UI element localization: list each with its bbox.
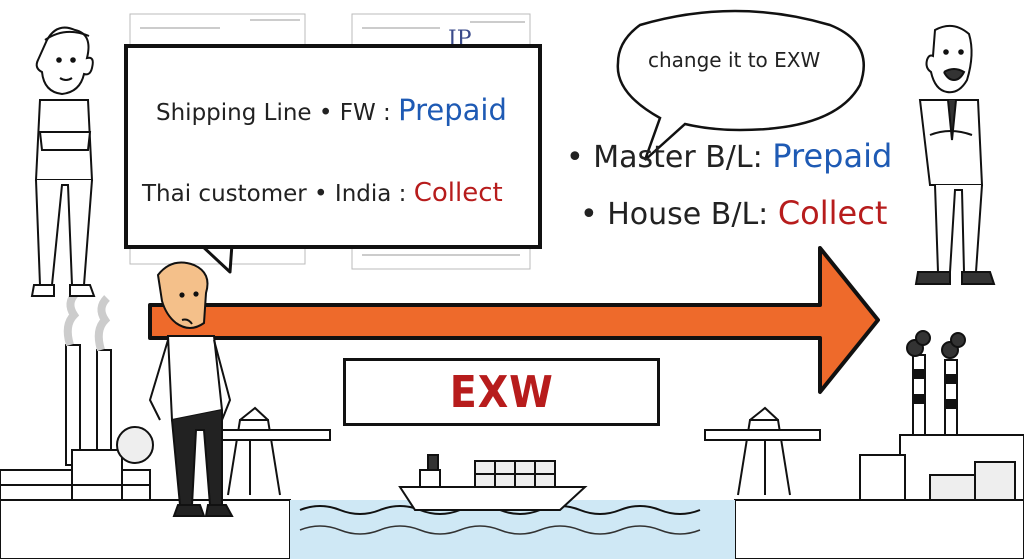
shipping-line-label: Shipping Line • FW [156,100,376,126]
shipping-line-separator: : [375,100,399,126]
left-crane [214,406,331,496]
house-bl-line: • House B/L: Collect [580,194,887,232]
payment-note-box: Shipping Line • FW : Prepaid Thai custom… [124,44,542,249]
shipping-line-value: Prepaid [398,93,507,127]
house-bl-value: Collect [777,194,888,232]
left-man-figure [30,26,96,297]
incoterm-box: EXW [343,358,660,426]
thai-customer-label: Thai customer • India [142,181,392,207]
master-bl-value: Prepaid [772,137,893,175]
tired-man-figure [148,261,234,517]
thai-customer-row: Thai customer • India : Collect [142,178,503,208]
big-orange-arrow [148,246,880,394]
thai-customer-separator: : [391,181,414,207]
speech-bubble [616,9,865,161]
master-bl-label: • Master B/L: [566,140,773,175]
left-factory [0,290,154,501]
right-factory [859,330,1024,501]
house-bl-label: • House B/L: [580,197,778,232]
right-crane [704,406,821,496]
cargo-ship [398,454,588,511]
bald-boss-figure [914,24,996,285]
shipping-line-row: Shipping Line • FW : Prepaid [156,93,507,127]
speech-bubble-text: change it to EXW [648,48,821,72]
thai-customer-value: Collect [413,178,503,208]
incoterm-label: EXW [449,366,554,418]
master-bl-line: • Master B/L: Prepaid [566,137,892,175]
